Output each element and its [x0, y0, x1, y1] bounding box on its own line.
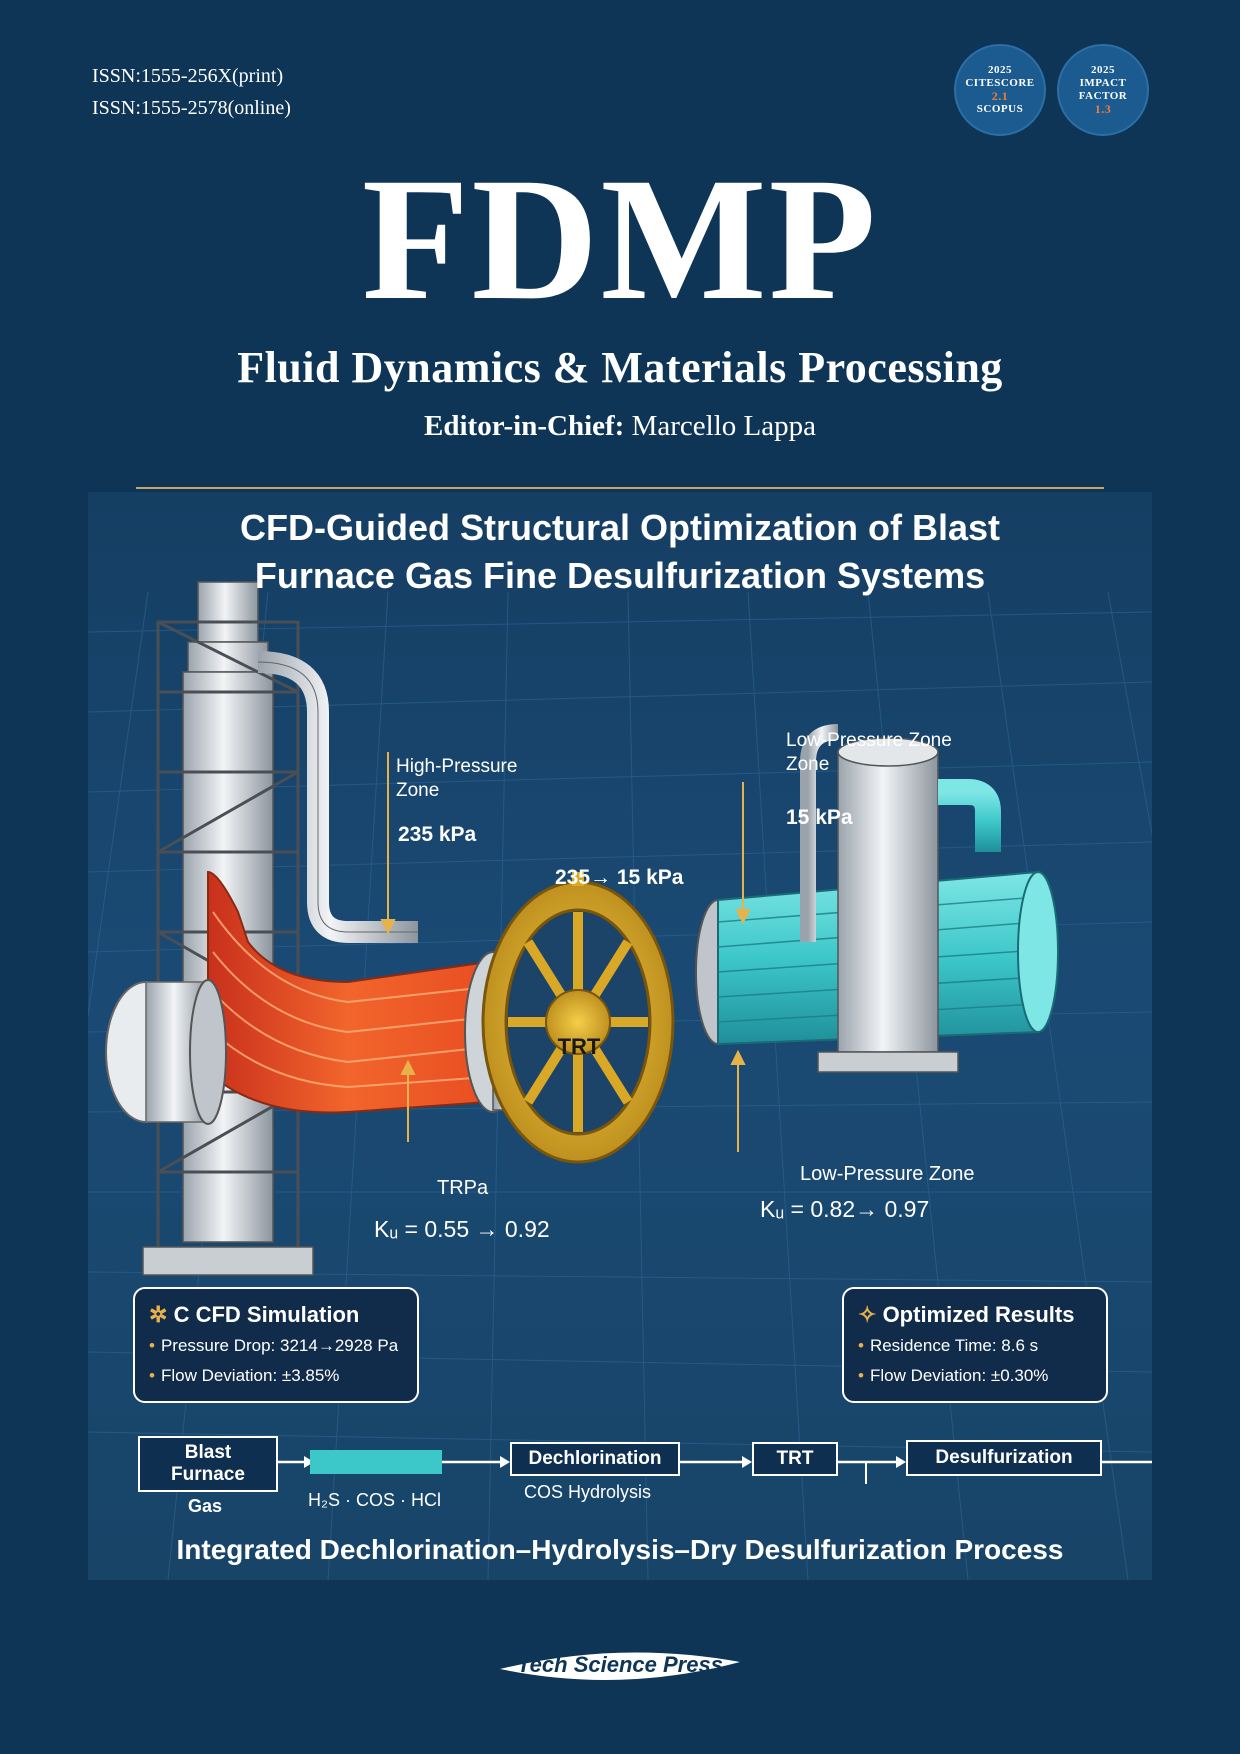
cfd-box-title: C CFD Simulation — [173, 1302, 360, 1327]
badge-line2: SCOPUS — [976, 103, 1024, 115]
journal-name: Fluid Dynamics & Materials Processing — [237, 343, 1003, 392]
badge-line1: CITESCORE — [965, 77, 1035, 89]
editor-line: Editor-in-Chief: Marcello Lappa — [0, 410, 1240, 443]
flow-arrows — [278, 1450, 1152, 1484]
results-box-title: Optimized Results — [882, 1302, 1075, 1327]
gold-divider — [136, 487, 1104, 489]
high-pressure-line2: Zone — [396, 780, 440, 801]
ku-right-label: Kᵤ = 0.82→ 0.97 — [760, 1196, 930, 1222]
flow-start-below: Gas — [188, 1496, 223, 1516]
low-pressure-bottom-label: Low-Pressure Zone — [800, 1163, 975, 1185]
journal-acronym: FDMP — [361, 142, 879, 337]
trt-turbine — [481, 872, 675, 1164]
high-pressure-line1: High-Pressure — [396, 756, 518, 777]
desulfurization-tower — [142, 581, 418, 1276]
results-item: •Residence Time: 8.6 s — [858, 1336, 1039, 1355]
flow-step-desulfurization: Desulfurization — [906, 1440, 1102, 1476]
badge-line2: FACTOR — [1078, 90, 1128, 102]
flow-gases-label: H₂S · COS · HCl — [308, 1490, 441, 1510]
impact-factor-badge: 2025 IMPACT FACTOR 1.3 — [1057, 44, 1149, 136]
results-item-text: Flow Deviation: ±0.30% — [869, 1366, 1049, 1385]
transition-value: 235→ 15 kPa — [555, 866, 684, 889]
results-item-text: Residence Time: 8.6 s — [869, 1336, 1039, 1355]
ku-left-label: Kᵤ = 0.55 → 0.92 — [374, 1216, 550, 1242]
issn-online: ISSN:1555-2578(online) — [92, 97, 291, 119]
logo-swoosh — [500, 1652, 740, 1680]
issn-print: ISSN:1555-256X(print) — [92, 65, 284, 87]
optimized-results-box: ✧ Optimized Results •Residence Time: 8.6… — [842, 1287, 1108, 1403]
publisher-logo: Tech Science Press — [490, 1646, 750, 1692]
checkmark-icon: ✧ — [858, 1302, 877, 1327]
high-pressure-label: High-Pressure Zone — [396, 755, 517, 803]
citescore-badge: 2025 CITESCORE 2.1 SCOPUS — [954, 44, 1046, 136]
cfd-item: •Flow Deviation: ±3.85% — [149, 1366, 340, 1385]
publisher-name: Tech Science Press — [517, 1652, 723, 1677]
low-pressure-top-line2: Zone — [786, 754, 830, 775]
editor-label: Editor-in-Chief: — [424, 410, 625, 442]
issn-block: ISSN:1555-256X(print) ISSN:1555-2578(onl… — [92, 60, 291, 124]
flow-start-box: Blast Furnace — [138, 1436, 278, 1492]
badge-value: 1.3 — [1094, 102, 1112, 116]
cfd-simulation-box: ✲ C CFD Simulation •Pressure Drop: 3214→… — [133, 1287, 419, 1403]
low-pressure-top-label: Low-Pressure Zone Zone — [786, 729, 952, 777]
cover-artwork — [7, 492, 1240, 1581]
process-title: Integrated Dechlorination–Hydrolysis–Dry… — [176, 1534, 1064, 1565]
flow-step-trt: TRT — [752, 1442, 838, 1476]
article-title-line2: Furnace Gas Fine Desulfurization Systems — [254, 555, 986, 596]
badge-value: 2.1 — [991, 89, 1009, 103]
trpa-label: TRPa — [437, 1177, 489, 1199]
flow-start-line1: Blast — [184, 1442, 232, 1463]
article-title-line1: CFD-Guided Structural Optimization of Bl… — [239, 507, 1000, 548]
cfd-item: •Pressure Drop: 3214→2928 Pa — [149, 1336, 399, 1355]
editor-name: Marcello Lappa — [631, 410, 816, 442]
right-vessel — [800, 724, 1001, 1073]
grid-illustration — [7, 581, 1240, 1581]
badge-year: 2025 — [1091, 64, 1115, 76]
badge-line1: IMPACT — [1079, 77, 1127, 89]
article-title: CFD-Guided Structural Optimization of Bl… — [88, 504, 1152, 600]
flow-step-dechlorination: Dechlorination — [510, 1442, 680, 1476]
cfd-box-header: ✲ C CFD Simulation — [149, 1299, 403, 1331]
results-item: •Flow Deviation: ±0.30% — [858, 1366, 1049, 1385]
cfd-item-text: Flow Deviation: ±3.85% — [160, 1366, 340, 1385]
badge-year: 2025 — [988, 64, 1012, 76]
low-pressure-top-line1: Low-Pressure Zone — [786, 730, 952, 751]
high-pressure-value: 235 kPa — [398, 823, 477, 846]
flow-start-line2: Furnace — [171, 1464, 245, 1485]
annotation-arrows — [380, 752, 751, 1152]
results-box-header: ✧ Optimized Results — [858, 1299, 1092, 1331]
cfd-item-text: Pressure Drop: 3214→2928 Pa — [160, 1336, 399, 1355]
trt-label: TRT — [557, 1034, 601, 1059]
low-pressure-value: 15 kPa — [786, 806, 853, 829]
cfd-icon: ✲ — [149, 1302, 168, 1327]
flow-step1-below: COS Hydrolysis — [524, 1482, 652, 1502]
